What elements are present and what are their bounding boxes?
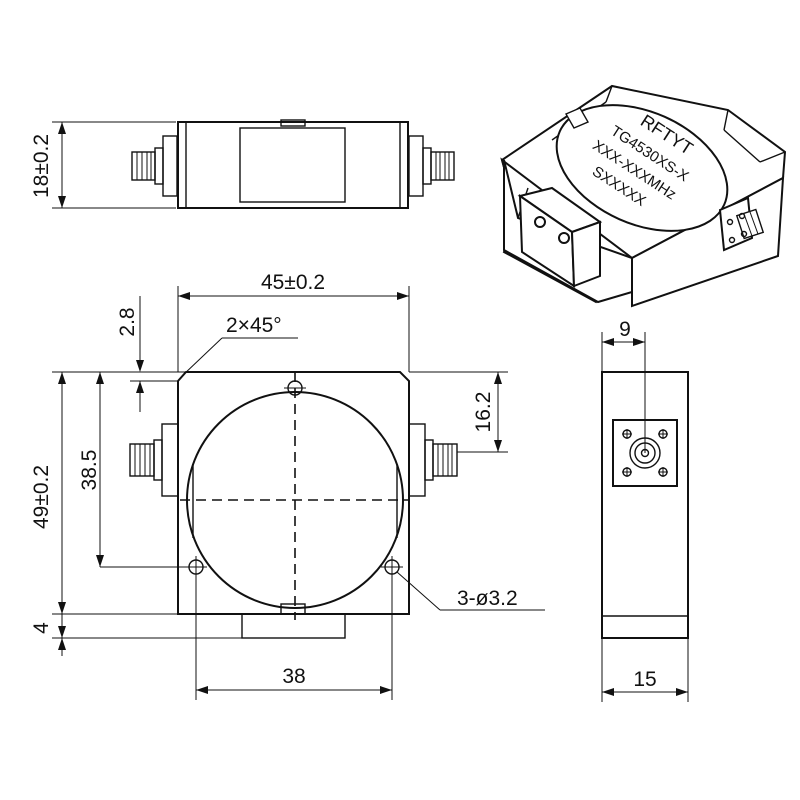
hole-spacing-dimension: 38 — [282, 665, 305, 688]
side-view-body — [177, 121, 409, 209]
port-offset-dimension: 16.2 — [472, 392, 495, 433]
chamfer-dimension: 2×45° — [226, 314, 282, 337]
holes-dimension: 3-ø3.2 — [457, 587, 518, 610]
iso-left-connector-icon — [517, 186, 603, 288]
total-height-dimension: 49±0.2 — [30, 465, 53, 529]
end-depth-dimension: 15 — [633, 668, 656, 691]
iso-top-connector-icon — [565, 107, 589, 129]
top-left-connector-icon — [129, 423, 179, 497]
connector-width-dimension: 9 — [619, 318, 631, 341]
side-height-dimension: 18±0.2 — [30, 134, 53, 198]
iso-label-oval — [555, 104, 729, 232]
isometric-view: RFTYT TG4530XS-X XXX-XXXMHz SXXXXX — [500, 84, 787, 308]
side-view-label-window — [239, 127, 346, 203]
mounting-hole-icon — [284, 380, 306, 396]
side-left-connector-icon — [131, 135, 178, 197]
iso-right-connector-icon — [718, 196, 765, 252]
width-dimension: 45±0.2 — [261, 271, 325, 294]
base-thickness-dimension: 4 — [30, 622, 53, 634]
side-view: 18±0.2 — [30, 119, 455, 209]
base-flange — [241, 613, 346, 639]
end-view: 9 15 — [601, 318, 689, 702]
top-view-body — [177, 371, 410, 615]
top-right-connector-icon — [408, 423, 458, 497]
side-right-connector-icon — [408, 135, 455, 197]
top-view: 45±0.2 2.8 2×45° 49±0.2 38.5 4 16.2 — [30, 271, 545, 700]
chamfer-offset-dimension: 2.8 — [116, 307, 139, 336]
inner-height-dimension: 38.5 — [78, 450, 101, 491]
